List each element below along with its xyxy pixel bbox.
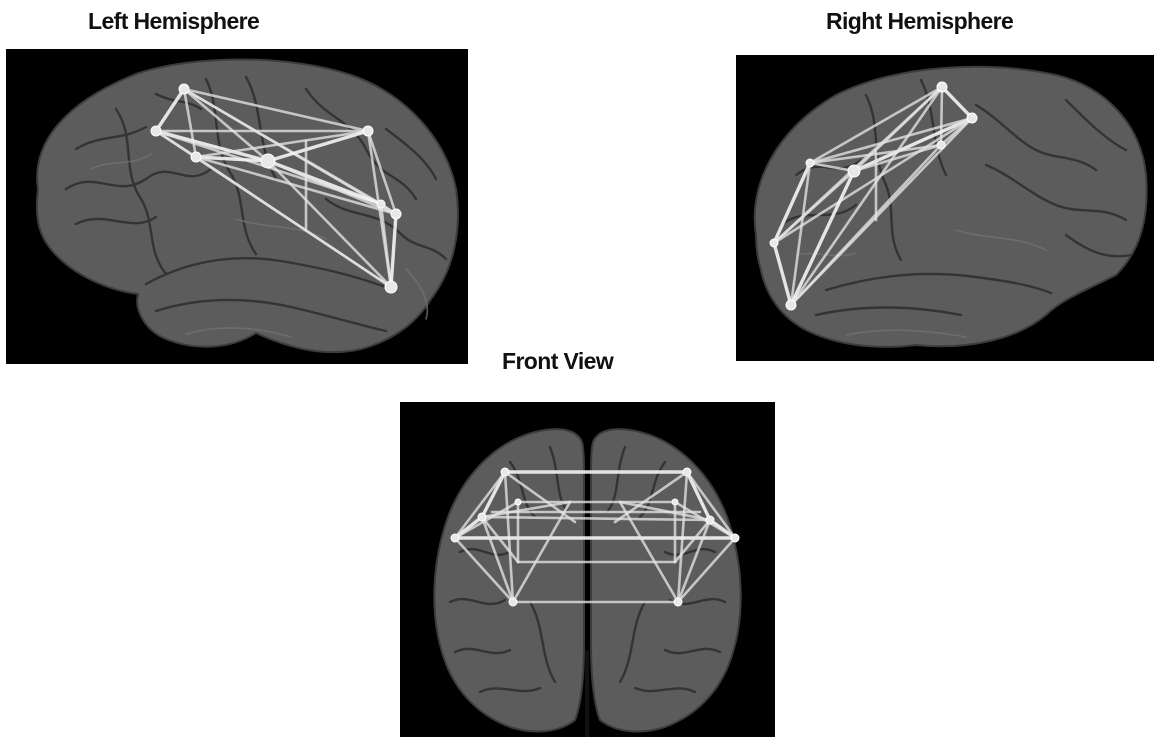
left-node [179, 84, 189, 94]
right-node [937, 82, 947, 92]
right-node [967, 113, 977, 123]
front-node [672, 499, 678, 505]
right-hemisphere-brain-render [736, 55, 1154, 361]
left-node [363, 126, 373, 136]
left-node [151, 126, 161, 136]
right-hemisphere-panel [736, 55, 1154, 361]
left-node [385, 281, 397, 293]
left-hemisphere-panel [6, 49, 468, 364]
front-node [674, 598, 682, 606]
front-node [478, 513, 486, 521]
front-node [683, 468, 691, 476]
right-node [786, 300, 796, 310]
left-hemisphere-brain-render [6, 49, 468, 364]
left-node [391, 209, 401, 219]
front-node [509, 598, 517, 606]
front-node [706, 516, 714, 524]
front-node [731, 534, 739, 542]
front-node [501, 468, 509, 476]
front-view-title: Front View [502, 348, 613, 375]
right-hemisphere-title: Right Hemisphere [826, 8, 1013, 35]
left-node [377, 200, 385, 208]
front-view-panel [400, 402, 775, 737]
front-view-brain-render [400, 402, 775, 737]
right-node [848, 165, 860, 177]
left-hemisphere-title: Left Hemisphere [88, 8, 259, 35]
right-node [806, 159, 814, 167]
front-node [515, 499, 521, 505]
right-node [770, 239, 778, 247]
left-node [191, 152, 201, 162]
right-node [937, 141, 945, 149]
left-node [261, 154, 275, 168]
front-node [451, 534, 459, 542]
